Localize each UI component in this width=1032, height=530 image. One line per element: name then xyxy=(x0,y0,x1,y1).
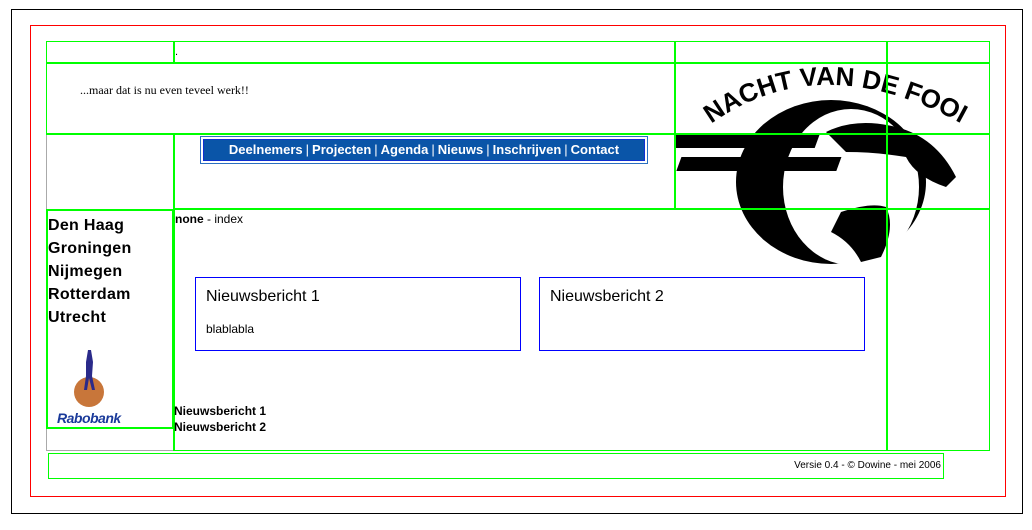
footer: Versie 0.4 - © Dowine - mei 2006 xyxy=(48,453,944,479)
nav-separator: | xyxy=(486,142,490,157)
nav-projecten[interactable]: Projecten xyxy=(312,142,372,157)
nav-deelnemers[interactable]: Deelnemers xyxy=(228,142,303,157)
news-list: Nieuwsbericht 1 Nieuwsbericht 2 xyxy=(174,403,266,435)
rabobank-logo-icon xyxy=(74,350,104,407)
news-title: Nieuwsbericht 1 xyxy=(206,288,320,305)
nav-separator: | xyxy=(374,142,378,157)
grid-line xyxy=(674,41,676,209)
content-frame xyxy=(30,25,1006,497)
page-frame xyxy=(11,9,1023,514)
grid-line xyxy=(46,41,47,134)
footer-text: Versie 0.4 - © Dowine - mei 2006 xyxy=(794,460,941,471)
news-body: blablabla xyxy=(206,322,255,336)
nav-contact[interactable]: Contact xyxy=(570,142,620,157)
header-dot: . xyxy=(175,46,179,58)
sidebar: Den Haag Groningen Nijmegen Rotterdam Ut… xyxy=(46,209,174,429)
city-link[interactable]: Nijmegen xyxy=(48,263,123,280)
grid-line xyxy=(989,41,990,451)
grid-line xyxy=(46,133,990,135)
grid-line xyxy=(46,41,990,42)
city-link[interactable]: Den Haag xyxy=(48,217,125,234)
news-title: Nieuwsbericht 2 xyxy=(550,288,664,305)
nav-agenda[interactable]: Agenda xyxy=(380,142,429,157)
sponsor-name[interactable]: Rabobank xyxy=(57,410,121,426)
grid-line xyxy=(886,41,888,451)
news-list-item[interactable]: Nieuwsbericht 2 xyxy=(174,420,267,434)
nav-separator: | xyxy=(305,142,310,157)
grid-line xyxy=(173,450,990,451)
main-nav: Deelnemers|Projecten|Agenda|Nieuws|Insch… xyxy=(200,136,648,164)
layout-table xyxy=(46,41,990,451)
nacht-van-de-fooi-logo: NACHT VAN DE FOOI xyxy=(676,62,972,264)
grid-line xyxy=(173,208,990,210)
news-list-item[interactable]: Nieuwsbericht 1 xyxy=(174,404,267,418)
nav-inschrijven[interactable]: Inschrijven xyxy=(492,142,562,157)
grid-line xyxy=(173,41,175,63)
breadcrumb-current: none xyxy=(175,212,204,226)
nav-separator: | xyxy=(564,142,568,157)
news-card[interactable]: Nieuwsbericht 1 blablabla xyxy=(195,277,521,351)
city-link[interactable]: Rotterdam xyxy=(48,286,131,303)
grid-line xyxy=(46,62,990,64)
tagline: ...maar dat is nu even teveel werk!! xyxy=(80,83,249,97)
city-link[interactable]: Utrecht xyxy=(48,309,107,326)
breadcrumb-page: - index xyxy=(203,212,244,226)
grid-line xyxy=(173,133,175,451)
news-card[interactable]: Nieuwsbericht 2 xyxy=(539,277,865,351)
nav-separator: | xyxy=(431,142,435,157)
nav-nieuws[interactable]: Nieuws xyxy=(437,142,484,157)
breadcrumb: none - index xyxy=(175,212,243,226)
city-link[interactable]: Groningen xyxy=(48,240,132,257)
